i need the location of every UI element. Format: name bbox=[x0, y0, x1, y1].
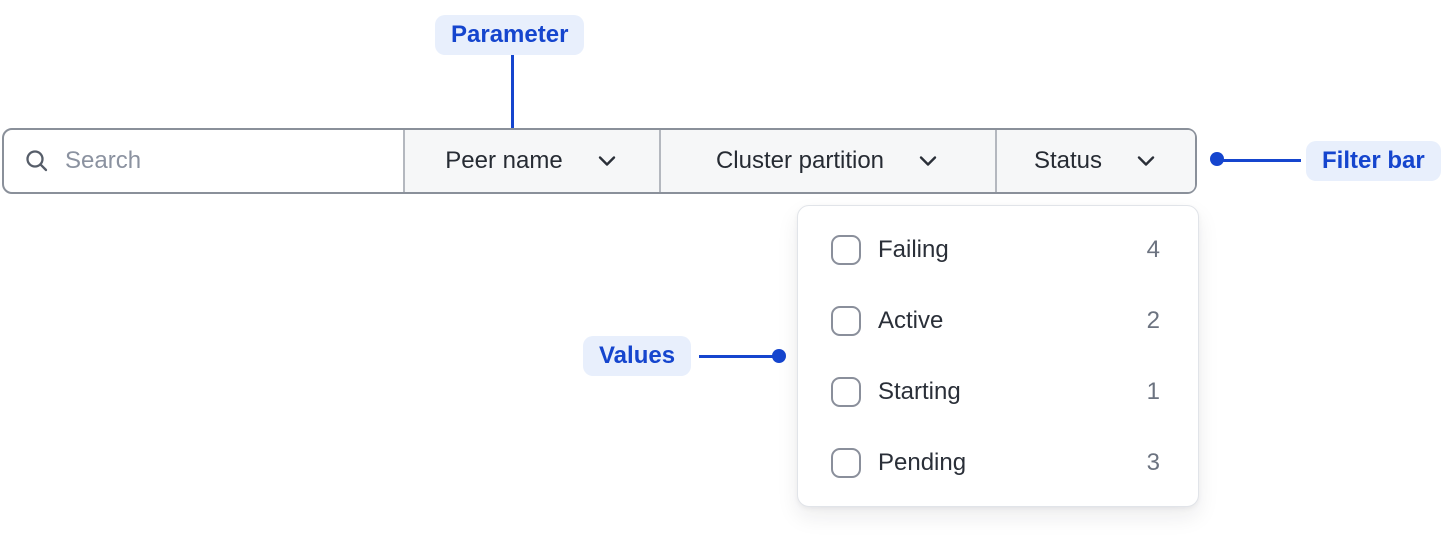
chevron-down-icon bbox=[919, 156, 937, 166]
filter-bar-connector-line bbox=[1217, 159, 1301, 162]
dropdown-option-starting[interactable]: Starting 1 bbox=[798, 356, 1198, 427]
option-count: 3 bbox=[1146, 448, 1160, 476]
parameter-annotation-badge: Parameter bbox=[435, 15, 585, 55]
parameter-connector-line bbox=[511, 55, 514, 143]
option-label: Failing bbox=[878, 235, 949, 263]
filter-bar-annotation-badge: Filter bar bbox=[1306, 141, 1441, 181]
filter-dropdown-label: Status bbox=[1033, 147, 1103, 174]
option-count: 4 bbox=[1146, 235, 1160, 263]
dropdown-option-active[interactable]: Active 2 bbox=[798, 285, 1198, 356]
checkbox-failing[interactable] bbox=[831, 234, 861, 265]
chevron-down-icon bbox=[598, 156, 615, 166]
filter-bar: Peer name Cluster partition Status bbox=[2, 128, 1197, 194]
search-icon bbox=[26, 150, 48, 172]
values-annotation-badge: Values bbox=[583, 336, 692, 376]
filter-dropdown-cluster-partition[interactable]: Cluster partition bbox=[659, 130, 995, 192]
option-label: Active bbox=[878, 306, 944, 334]
checkbox-active[interactable] bbox=[831, 305, 861, 336]
filter-dropdown-label: Cluster partition bbox=[715, 147, 885, 174]
filter-dropdown-status[interactable]: Status bbox=[995, 130, 1195, 192]
checkbox-starting[interactable] bbox=[831, 376, 861, 407]
search-field[interactable] bbox=[4, 130, 403, 192]
search-input[interactable] bbox=[65, 147, 403, 175]
dropdown-option-failing[interactable]: Failing 4 bbox=[798, 214, 1198, 285]
option-count: 2 bbox=[1146, 306, 1160, 334]
values-connector-line bbox=[699, 355, 779, 358]
dropdown-option-pending[interactable]: Pending 3 bbox=[798, 427, 1198, 498]
option-label: Pending bbox=[878, 448, 967, 476]
option-label: Starting bbox=[878, 377, 961, 405]
status-dropdown-panel: Failing 4 Active 2 Starting 1 Pending 3 bbox=[797, 205, 1199, 507]
checkbox-pending[interactable] bbox=[831, 447, 861, 478]
filter-dropdown-peer-name[interactable]: Peer name bbox=[403, 130, 659, 192]
option-count: 1 bbox=[1146, 377, 1160, 405]
chevron-down-icon bbox=[1137, 156, 1155, 166]
values-connector-dot bbox=[772, 349, 786, 363]
filter-dropdown-label: Peer name bbox=[445, 147, 563, 174]
